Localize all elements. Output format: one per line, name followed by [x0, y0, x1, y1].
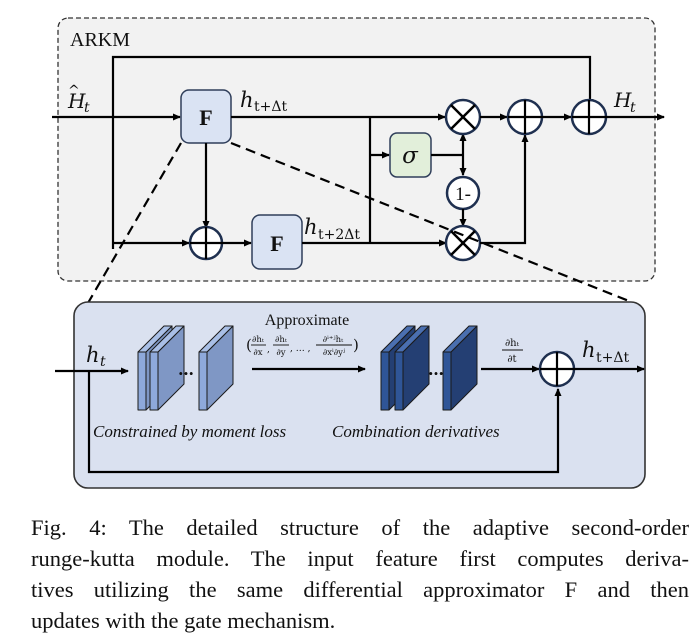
- svg-text:∂y: ∂y: [276, 348, 285, 358]
- caption-line: runge-kutta module. The input feature fi…: [31, 546, 689, 571]
- svg-text:H: H: [67, 89, 86, 113]
- detail-output-label: h t+Δt: [582, 338, 629, 366]
- time-derivative-label: ∂hₜ ∂t: [502, 338, 523, 365]
- svg-text:∂xⁱ∂yʲ: ∂xⁱ∂yʲ: [323, 348, 345, 358]
- feature-layer: [394, 325, 430, 411]
- svg-text:t: t: [100, 354, 106, 370]
- svg-text:t: t: [84, 100, 90, 116]
- svg-text:σ: σ: [402, 143, 419, 169]
- caption-line: tives utilizing the same differential ap…: [31, 577, 689, 602]
- add-op-gate: [506, 98, 544, 136]
- output-label: H t: [613, 88, 636, 116]
- svg-text:1-: 1-: [455, 184, 471, 205]
- partial-derivatives-terms: ( ∂hₜ ∂x , ∂hₜ ∂y , … , ∂ⁱ⁺ʲhₜ ∂xⁱ∂yʲ ): [246, 335, 359, 358]
- figure-caption: Fig. 4: The detailed structure of the ad…: [31, 512, 689, 636]
- zoom-line-right: [230, 141, 635, 305]
- svg-text:∂hₜ: ∂hₜ: [505, 338, 520, 349]
- hat-accent: ^: [68, 83, 80, 99]
- module-label: ARKM: [70, 29, 130, 51]
- svg-text:t+Δt: t+Δt: [596, 350, 629, 366]
- svg-text:(: (: [246, 336, 252, 354]
- h-t-plus-2dt-label: h t+2Δt: [304, 215, 360, 243]
- svg-text:t+2Δt: t+2Δt: [318, 227, 360, 243]
- svg-text:): ): [353, 336, 359, 354]
- caption-line: updates with the gate mechanism.: [31, 608, 336, 633]
- feature-layer: [149, 325, 185, 411]
- arkm-diagram: ARKM H ^ t F h t+Δt F h t+2Δt σ: [52, 17, 665, 489]
- svg-text:∂hₜ: ∂hₜ: [275, 335, 288, 345]
- conv-layers-approximator: [137, 325, 234, 411]
- svg-text:t: t: [630, 100, 636, 116]
- mult2-to-add-arrow: [480, 134, 529, 245]
- feature-layer: [198, 325, 234, 411]
- light-layers-dots: …: [178, 360, 194, 379]
- svg-text:h: h: [304, 215, 318, 239]
- h-t-plus-dt-label: h t+Δt: [240, 88, 287, 115]
- input-label: H ^ t: [67, 83, 90, 116]
- add-op-residual: [570, 98, 608, 136]
- multiply-op-bottom: [444, 224, 482, 262]
- svg-text:∂ⁱ⁺ʲhₜ: ∂ⁱ⁺ʲhₜ: [323, 335, 344, 345]
- svg-text:F: F: [199, 105, 212, 130]
- multiply-op-top: [444, 98, 482, 136]
- feature-layer: [442, 325, 478, 411]
- svg-text:,: ,: [267, 345, 270, 355]
- moment-loss-caption: Constrained by moment loss: [93, 422, 287, 441]
- svg-text:, … ,: , … ,: [290, 344, 310, 354]
- skip-connection-line: [111, 55, 594, 249]
- svg-text:F: F: [270, 231, 283, 256]
- combination-derivatives-caption: Combination derivatives: [332, 422, 500, 441]
- detail-input-label: h t: [86, 343, 106, 370]
- svg-text:h: h: [240, 88, 254, 112]
- svg-text:H: H: [613, 88, 632, 112]
- svg-text:h: h: [86, 343, 100, 367]
- svg-text:∂x: ∂x: [253, 348, 262, 358]
- conv-layers-combination: [380, 325, 478, 411]
- approximate-label: Approximate: [265, 312, 349, 329]
- add-op-detail: [538, 350, 576, 388]
- svg-text:h: h: [582, 338, 596, 362]
- caption-line: Fig. 4: The detailed structure of the ad…: [31, 515, 689, 540]
- svg-text:∂t: ∂t: [507, 354, 516, 365]
- arkm-module-box: [57, 17, 656, 282]
- svg-text:t+Δt: t+Δt: [254, 99, 287, 115]
- dark-layers-dots: …: [428, 360, 444, 379]
- detail-skip-line: [87, 371, 562, 474]
- svg-text:∂hₜ: ∂hₜ: [252, 335, 265, 345]
